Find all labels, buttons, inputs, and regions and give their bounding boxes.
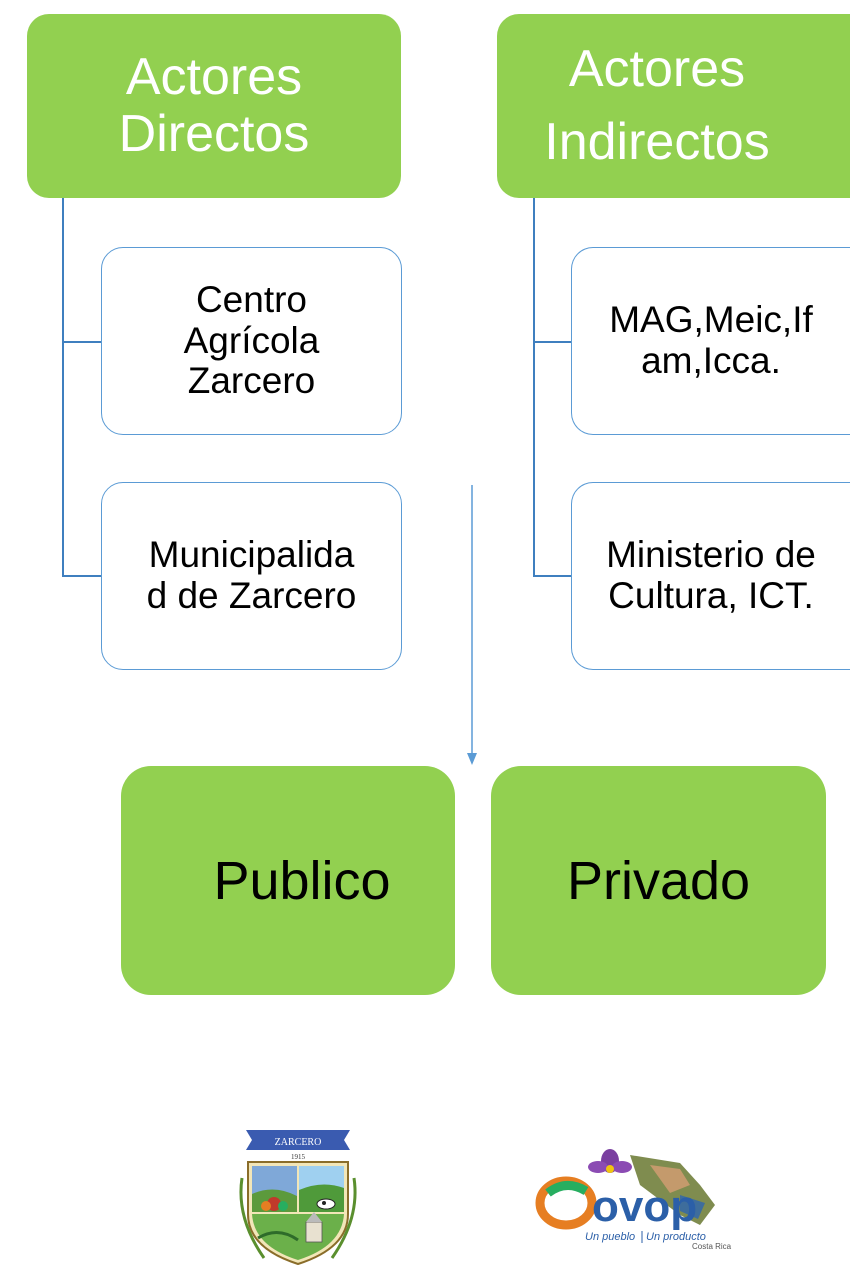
item-text: Zarcero: [187, 360, 316, 402]
direct-header-line1: Actores: [125, 47, 303, 106]
indirect-actors-header: Actores Indirectos: [497, 14, 850, 198]
indirect-header-line2: Indirectos: [544, 113, 770, 171]
zarcero-banner-text: ZARCERO: [275, 1137, 322, 1148]
direct-connector-branch-1: [62, 341, 101, 343]
indirect-header-line1: Actores: [568, 40, 746, 99]
item-text: d de Zarcero: [146, 575, 357, 616]
public-sector-box: Publico: [121, 766, 455, 995]
item-text: MAG,Meic,If: [609, 299, 813, 341]
private-sector-box: Privado: [491, 766, 826, 995]
coat-of-arms-icon: ZARCERO 1915: [239, 1130, 357, 1266]
item-text: Ministerio de: [606, 534, 816, 576]
item-text: Agrícola: [183, 319, 320, 361]
direct-actor-item-1: Centro Agrícola Zarcero: [101, 247, 402, 435]
indirect-connector-branch-2: [533, 575, 571, 577]
down-arrow: [467, 485, 477, 765]
item-text: Centro: [195, 278, 308, 320]
direct-connector-branch-2: [62, 575, 101, 577]
zarcero-year-text: 1915: [291, 1153, 306, 1161]
private-label: Privado: [566, 850, 751, 911]
indirect-actor-item-1: MAG,Meic,If am,Icca.: [571, 247, 850, 435]
item-text: Cultura, ICT.: [608, 575, 814, 616]
ovop-brand-icon: ovop Un pueblo Un producto Costa Rica: [535, 1149, 732, 1251]
orchid-icon: [588, 1149, 632, 1173]
direct-header-line2: Directos: [118, 105, 310, 163]
zarcero-coat-of-arms-logo: ZARCERO 1915: [228, 1118, 368, 1268]
item-text: Municipalida: [148, 534, 355, 576]
direct-actors-header: Actores Directos: [27, 14, 401, 198]
direct-connector-vertical: [62, 198, 64, 577]
ovop-slogan-b: Un producto: [646, 1231, 706, 1243]
direct-actor-item-2: Municipalida d de Zarcero: [101, 482, 402, 670]
indirect-connector-branch-1: [533, 341, 571, 343]
indirect-actor-item-2: Ministerio de Cultura, ICT.: [571, 482, 850, 670]
public-label: Publico: [213, 850, 391, 911]
ovop-wordmark: ovop: [592, 1182, 697, 1231]
ovop-country: Costa Rica: [692, 1242, 732, 1250]
ovop-slogan-a: Un pueblo: [585, 1231, 635, 1243]
indirect-connector-vertical: [533, 198, 535, 577]
item-text: am,Icca.: [641, 340, 781, 381]
ovop-logo: ovop Un pueblo Un producto Costa Rica: [530, 1145, 760, 1251]
